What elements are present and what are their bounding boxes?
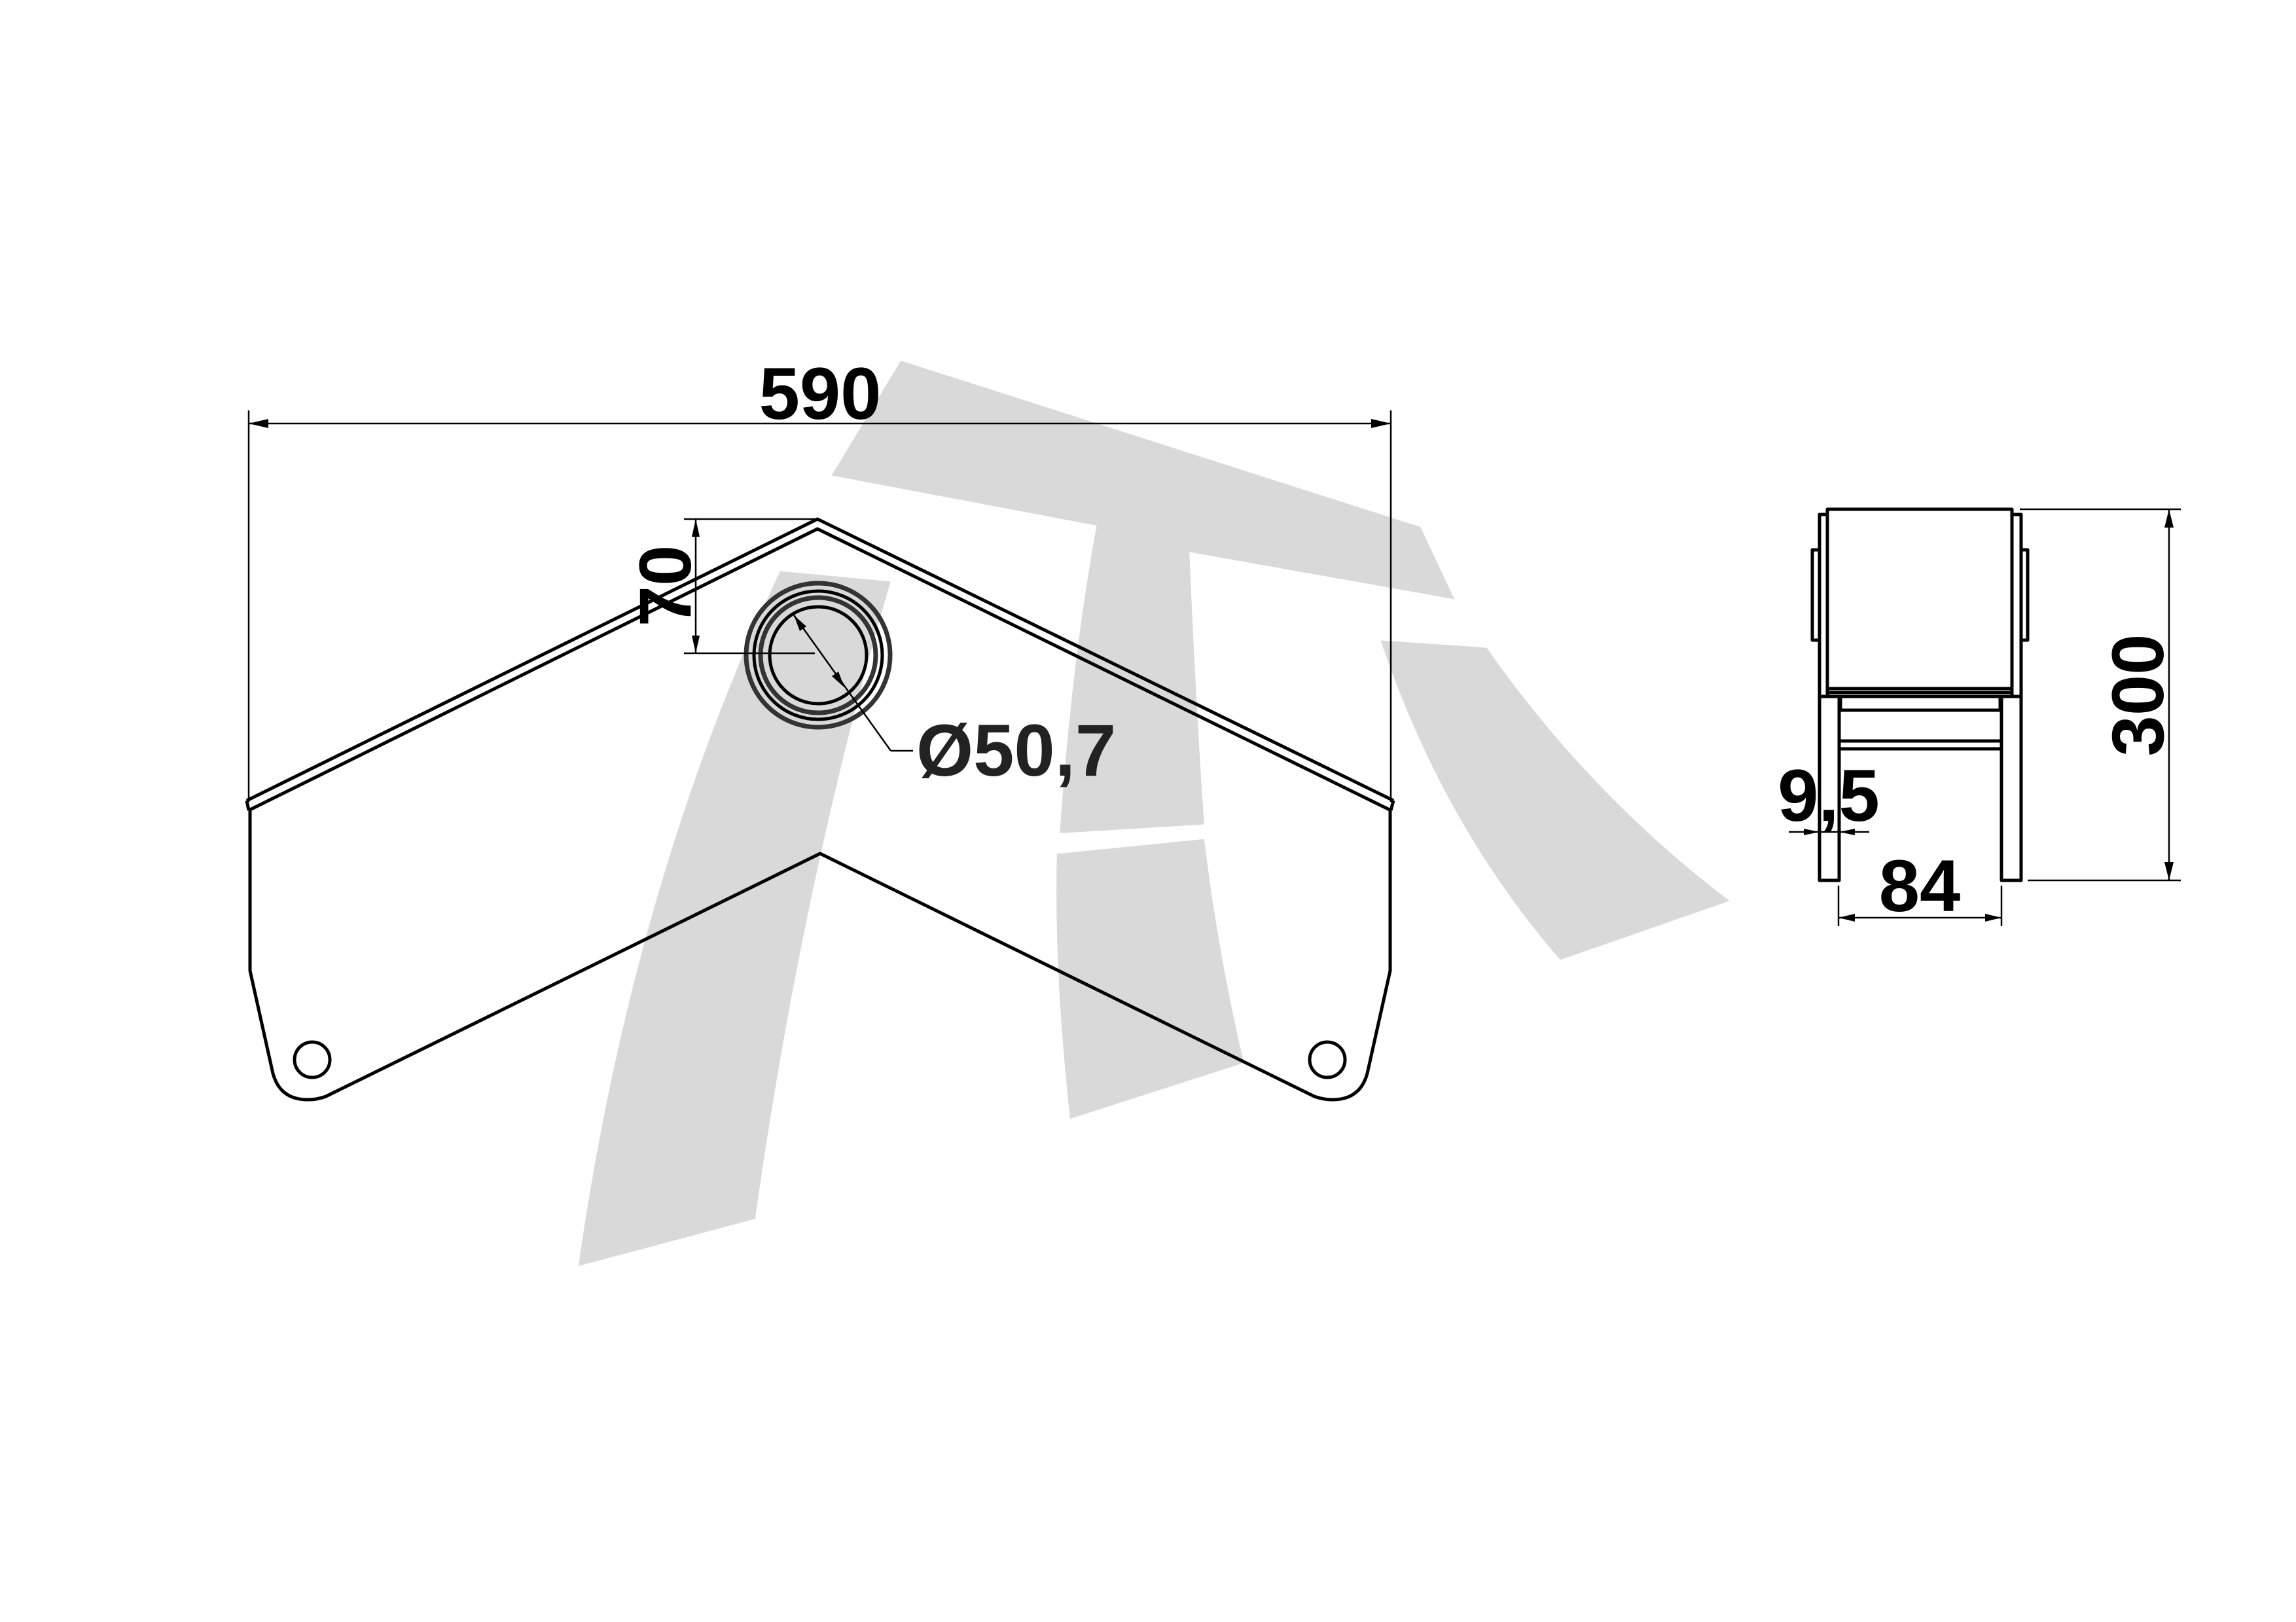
height-dimension-label: 70 — [624, 545, 706, 627]
dimension-diameter: Ø50,7 — [793, 615, 1116, 791]
dimension-590: 590 — [247, 353, 1392, 802]
leg-right — [2000, 694, 2023, 882]
watermark-stem-lower — [1056, 838, 1244, 1119]
top-band-end-left — [245, 800, 251, 811]
leg-left — [1818, 694, 1841, 882]
cross-bar-lower — [1837, 739, 2003, 751]
side-height-label: 300 — [2097, 634, 2179, 757]
dimension-9-5: 9,5 — [1778, 755, 1880, 837]
thickness-label: 9,5 — [1778, 755, 1880, 837]
watermark-left-stroke — [578, 571, 891, 1267]
plate-outline — [248, 810, 1392, 1102]
inner-width-label: 84 — [1879, 845, 1961, 927]
side-view: 300 9,5 84 — [1778, 507, 2181, 927]
front-view: 590 70 Ø50,7 — [245, 353, 1395, 1102]
watermark-right-stroke — [1380, 640, 1730, 960]
watermark-logo — [578, 361, 1730, 1267]
mounting-hole-right — [1308, 1040, 1347, 1079]
cross-bar-upper — [1839, 694, 2002, 712]
width-dimension-label: 590 — [759, 353, 882, 435]
bushing — [744, 581, 893, 730]
tab-left — [1810, 548, 1821, 642]
roller-body — [1825, 507, 2014, 694]
dimension-300: 300 — [2020, 508, 2181, 882]
dimension-84: 84 — [1837, 845, 2003, 927]
dimension-70: 70 — [624, 518, 817, 655]
watermark-top-bar — [831, 361, 1455, 833]
bore-diameter-label: Ø50,7 — [916, 710, 1116, 791]
top-band-end-right — [1389, 800, 1395, 811]
tab-right — [2019, 548, 2030, 642]
mounting-hole-left — [293, 1040, 332, 1079]
top-band-inner — [247, 527, 1392, 812]
